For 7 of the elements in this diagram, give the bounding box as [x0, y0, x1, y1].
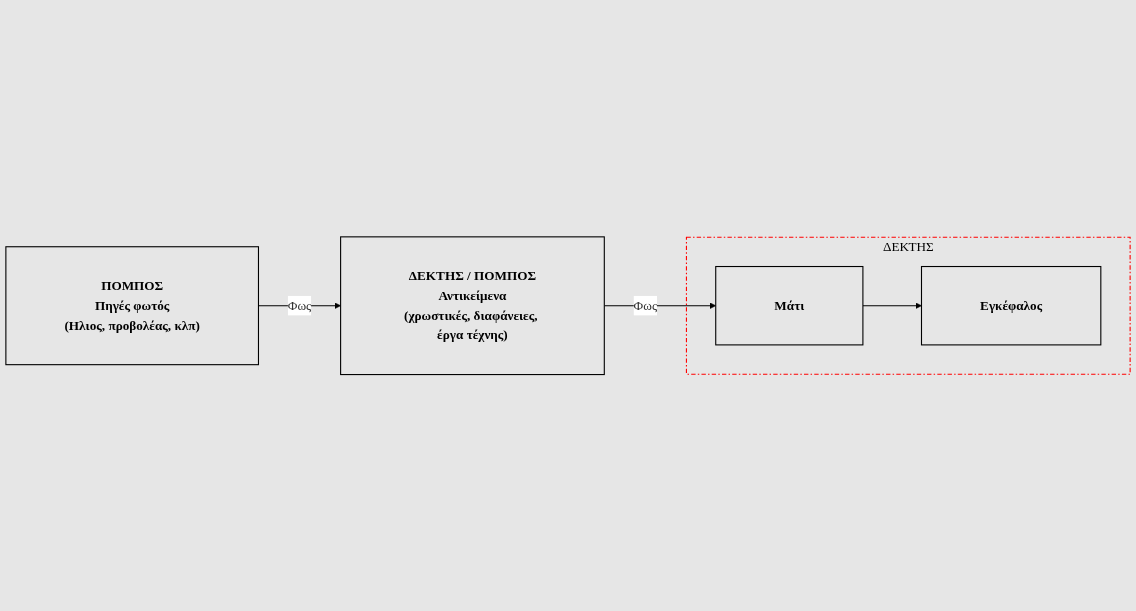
arrow — [862, 302, 922, 309]
node-box: ΠΟΜΠΟΣ Πηγές φωτός (Ηλιος, προβολέας, κλπ) — [5, 246, 260, 365]
node-box: Μάτι — [715, 265, 864, 346]
edge-label: Φως — [287, 297, 312, 313]
node-box: Εγκέφαλος — [920, 265, 1102, 346]
edge-label: Φως — [633, 297, 658, 313]
node-box: ΔΕΚΤΗΣ / ΠΟΜΠΟΣ Αντικείμενα (χρωστικές, διαφάνειες, έργα τέχνης) — [340, 236, 605, 375]
